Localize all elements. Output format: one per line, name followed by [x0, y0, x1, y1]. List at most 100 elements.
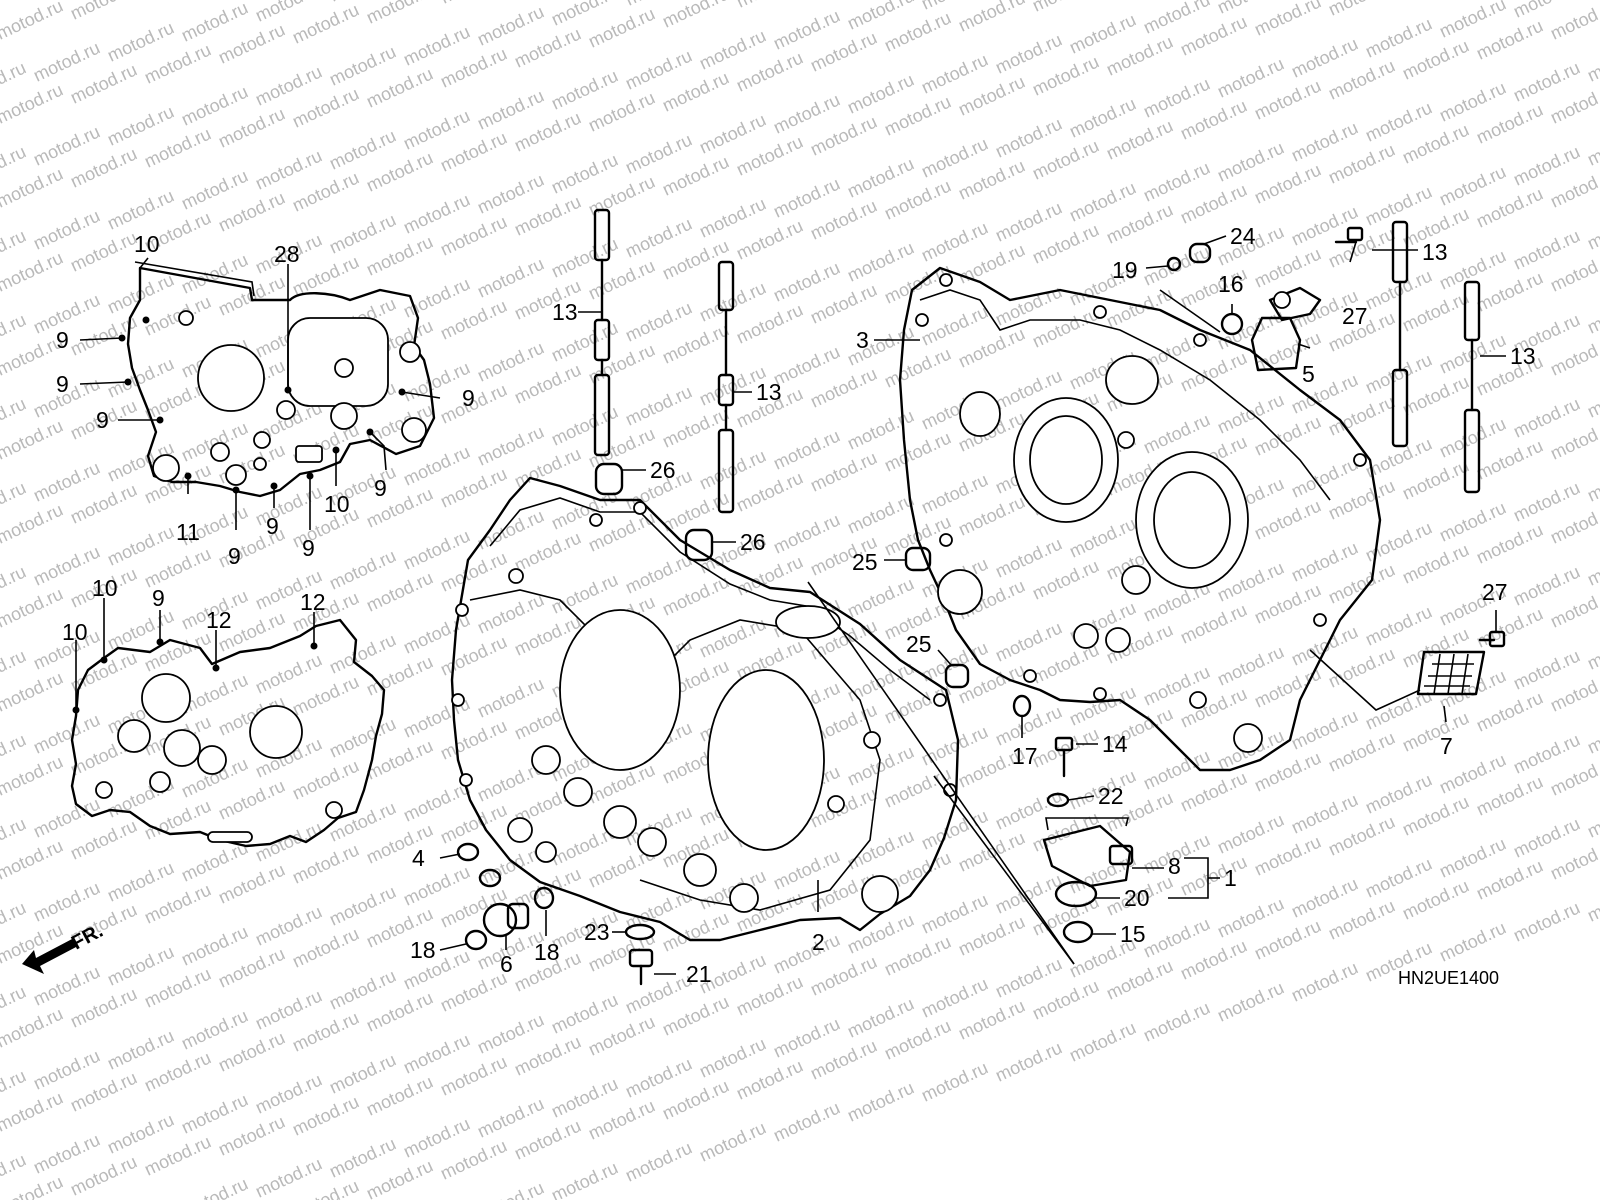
- bolt-27-top: [1334, 226, 1364, 244]
- callout-10: 10: [62, 619, 88, 645]
- washer-19: [1166, 256, 1182, 272]
- callout-24: 24: [1230, 223, 1256, 249]
- watermark-text: motod.ru: [770, 1097, 843, 1145]
- callout-17: 17: [1012, 743, 1038, 769]
- watermark-text: motod.ru: [548, 1157, 621, 1200]
- o-ring-20: [1054, 880, 1098, 908]
- callout-28: 28: [274, 241, 300, 267]
- watermark-text: motod.ru: [178, 1173, 251, 1200]
- watermark-text: motod.ru: [1584, 457, 1600, 505]
- watermark-text: motod.ru: [622, 1137, 695, 1185]
- drain-bolt-21: [628, 948, 654, 986]
- plug-6: [482, 902, 530, 938]
- watermark-text: motod.ru: [659, 0, 732, 32]
- watermark-text: motod.ru: [918, 1057, 991, 1105]
- callout-2: 2: [812, 929, 825, 955]
- callout-9: 9: [56, 327, 69, 353]
- watermark-text: motod.ru: [1547, 0, 1600, 44]
- watermark-text: motod.ru: [0, 667, 66, 715]
- callout-13: 13: [1422, 239, 1448, 265]
- watermark-text: motod.ru: [1214, 977, 1287, 1025]
- callout-9: 9: [266, 513, 279, 539]
- seal-15: [1062, 920, 1094, 944]
- watermark-text: motod.ru: [733, 0, 806, 12]
- watermark-text: motod.ru: [0, 0, 66, 44]
- callout-3: 3: [856, 327, 869, 353]
- watermark-text: motod.ru: [1140, 997, 1213, 1045]
- callout-15: 15: [1120, 921, 1146, 947]
- callout-10: 10: [324, 491, 350, 517]
- watermark-text: motod.ru: [0, 751, 66, 799]
- callout-6: 6: [500, 951, 513, 977]
- watermark-text: motod.ru: [0, 415, 66, 463]
- breather-assembly-5: [1250, 286, 1322, 372]
- stud-bolt-right-1: [1391, 220, 1409, 448]
- bolt-27-right: [1478, 630, 1506, 648]
- dowel-pin-26a: [594, 462, 624, 496]
- watermark-text: motod.ru: [844, 1077, 917, 1125]
- watermark-text: motod.ru: [1510, 897, 1583, 945]
- callout-26: 26: [650, 457, 676, 483]
- watermark-text: motod.ru: [1436, 917, 1509, 965]
- watermark-text: motod.ru: [1251, 0, 1324, 40]
- watermark-text: motod.ru: [1584, 0, 1600, 2]
- callout-12: 12: [300, 589, 326, 615]
- callout-23: 23: [584, 919, 610, 945]
- watermark-text: motod.ru: [0, 79, 66, 127]
- watermark-text: motod.ru: [1584, 709, 1600, 757]
- callout-27: 27: [1482, 579, 1508, 605]
- callout-11: 11: [176, 519, 200, 545]
- collar-24: [1188, 242, 1212, 264]
- watermark-text: motod.ru: [1584, 37, 1600, 85]
- callout-9: 9: [302, 535, 315, 561]
- dowel-pin-25a: [904, 546, 932, 572]
- watermark-text: motod.ru: [1325, 0, 1398, 20]
- watermark-text: motod.ru: [0, 1003, 66, 1051]
- watermark-text: motod.ru: [0, 499, 66, 547]
- stud-bolt-right-2: [1463, 280, 1481, 494]
- callout-13: 13: [1510, 343, 1536, 369]
- callout-labels: 10 28 9 9 9 9 9 10 11 9 9 9 10 10 9 12 1…: [56, 223, 1536, 987]
- callout-10: 10: [134, 231, 160, 257]
- dowel-pin-26b: [684, 528, 714, 562]
- bolt-14: [1054, 736, 1074, 778]
- strainer-screen-7: [1416, 650, 1486, 696]
- watermark-text: motod.ru: [0, 583, 66, 631]
- watermark-text: motod.ru: [1584, 541, 1600, 589]
- watermark-text: motod.ru: [363, 0, 436, 28]
- watermark-text: motod.ru: [696, 1117, 769, 1165]
- callout-8: 8: [1168, 853, 1181, 879]
- watermark-text: motod.ru: [1584, 373, 1600, 421]
- watermark-text: motod.ru: [0, 0, 29, 2]
- watermark-text: motod.ru: [67, 0, 140, 24]
- stud-bolt-left-1: [593, 208, 611, 457]
- callout-4: 4: [412, 845, 425, 871]
- callout-9: 9: [462, 385, 475, 411]
- callout-9: 9: [228, 543, 241, 569]
- callout-26: 26: [740, 529, 766, 555]
- watermark-text: motod.ru: [437, 0, 510, 8]
- callout-19: 19: [1112, 257, 1138, 283]
- watermark-text: motod.ru: [1288, 957, 1361, 1005]
- seal-18-right: [533, 886, 555, 910]
- callout-18: 18: [534, 939, 560, 965]
- watermark-text: motod.ru: [0, 247, 66, 295]
- seal-18-left: [464, 929, 488, 951]
- crankcase-left: [450, 476, 960, 942]
- watermark-text: motod.ru: [1584, 205, 1600, 253]
- watermark-text: motod.ru: [0, 163, 66, 211]
- plate-8: [1042, 824, 1134, 888]
- watermark-text: motod.ru: [141, 0, 214, 4]
- watermark-text: motod.ru: [0, 1087, 66, 1135]
- leader-lines: [75, 235, 1506, 975]
- callout-25: 25: [852, 549, 878, 575]
- callout-9: 9: [96, 407, 109, 433]
- callout-25: 25: [906, 631, 932, 657]
- callout-18: 18: [410, 937, 436, 963]
- callout-10: 10: [92, 575, 118, 601]
- callout-14: 14: [1102, 731, 1128, 757]
- stud-bolt-left-2: [717, 260, 735, 514]
- watermark-text: motod.ru: [0, 835, 66, 883]
